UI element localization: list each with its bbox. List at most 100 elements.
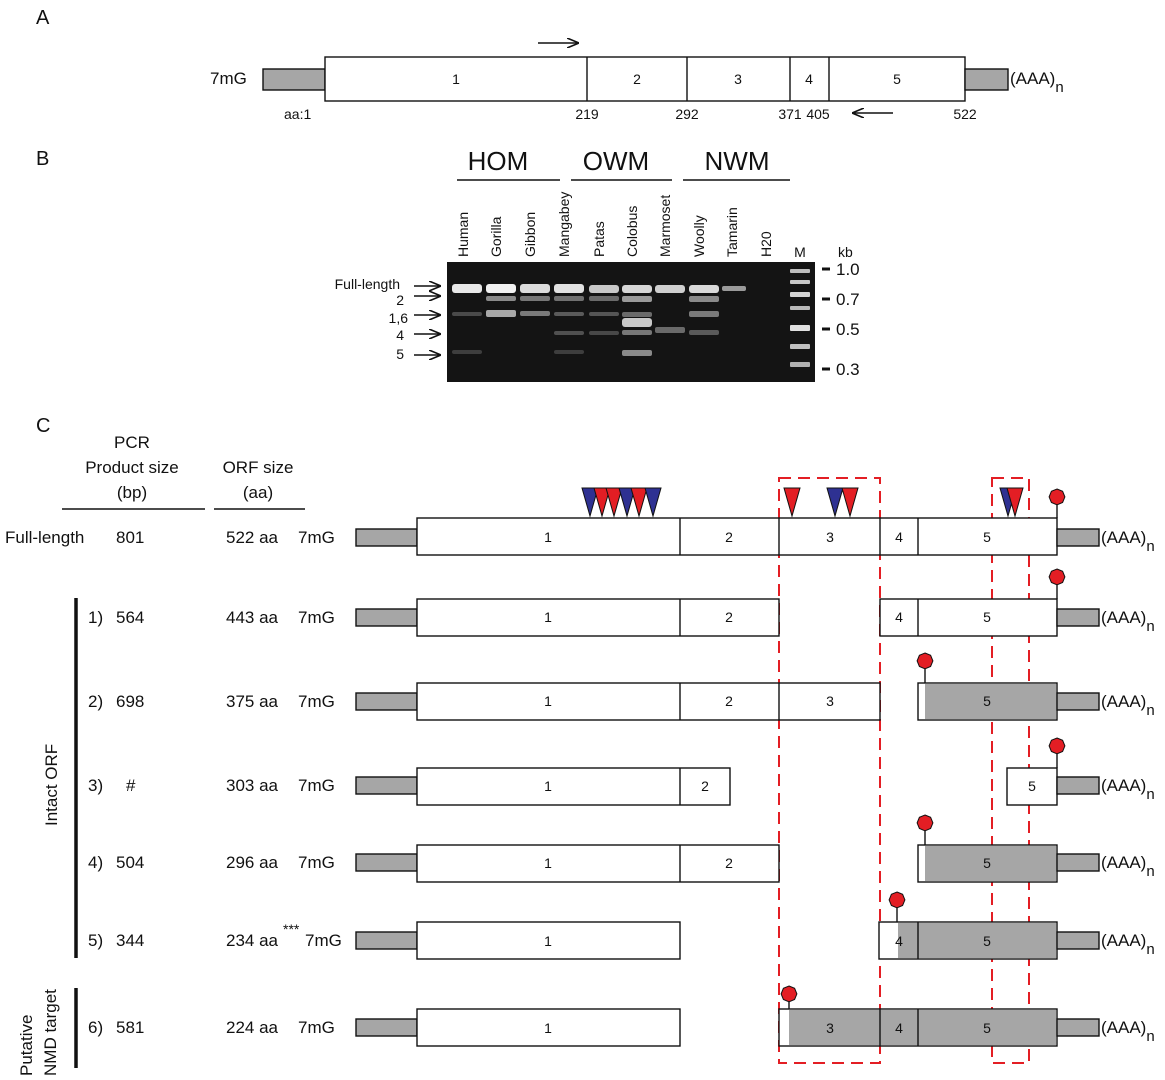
site-markers <box>581 487 1024 518</box>
exon-label: 4 <box>895 609 903 625</box>
group-label: NWM <box>705 146 770 176</box>
lane-label: Gorilla <box>488 216 504 257</box>
group-label: HOM <box>468 146 529 176</box>
exon-label: 3 <box>826 529 834 545</box>
orf-size: 522 aa <box>226 528 279 547</box>
exon-label: 2 <box>725 529 733 545</box>
exon-label: 1 <box>544 933 552 949</box>
band-label: 1,6 <box>389 310 409 326</box>
polya-tail: (AAA)n <box>1101 853 1155 880</box>
exon-label: 1 <box>452 71 460 87</box>
isoform-row: 4) 504 296 aa 7mG 1 2 5 (AAA)n <box>88 814 1155 883</box>
isoform-number: 1) <box>88 608 103 627</box>
lane-label: Patas <box>591 221 607 257</box>
pcr-header: Product size <box>85 458 179 477</box>
exon-label: 2 <box>725 855 733 871</box>
isoform-number: 5) <box>88 931 103 950</box>
pcr-header: (bp) <box>117 483 147 502</box>
lane-label: M <box>794 244 806 260</box>
exon-label: 4 <box>805 71 813 87</box>
aa-position: 405 <box>806 106 830 122</box>
isoform-number: 3) <box>88 776 103 795</box>
isoform-number: 4) <box>88 853 103 872</box>
lane-label: Colobus <box>624 206 640 257</box>
kb-unit: kb <box>838 244 853 260</box>
isoform-number: Full-length <box>5 528 84 547</box>
exon-label: 2 <box>633 71 641 87</box>
stop-codon-icon <box>916 814 934 845</box>
exon-label: 5 <box>983 933 991 949</box>
orf-size: 234 aa <box>226 931 279 950</box>
orf-size: 296 aa <box>226 853 279 872</box>
aa-position: 371 <box>778 106 802 122</box>
exon-label: 5 <box>983 693 991 709</box>
exon-label: 5 <box>983 529 991 545</box>
band-label: 2 <box>396 292 404 308</box>
exon-label: 1 <box>544 693 552 709</box>
panel-b-gel: HOM OWM NWM Human Gorilla Gibbon Mangabe… <box>335 146 860 382</box>
isoform-row: 2) 698 375 aa 7mG 1 2 3 5 (AAA)n <box>88 652 1155 721</box>
exon-label: 5 <box>983 609 991 625</box>
isoform-number: 2) <box>88 692 103 711</box>
lane-label: Tamarin <box>724 207 740 257</box>
lane-label: Mangabey <box>556 192 572 257</box>
utr-5prime <box>262 68 326 91</box>
polya-tail: (AAA)n <box>1101 692 1155 719</box>
stop-codon-icon <box>780 985 798 1009</box>
highlight-box-exon3 <box>778 477 881 1064</box>
lane-label: Marmoset <box>657 195 673 257</box>
lane-label: Gibbon <box>522 212 538 257</box>
pcr-size: 564 <box>116 608 144 627</box>
orf-size: 443 aa <box>226 608 279 627</box>
lane-label: Woolly <box>691 215 707 257</box>
group-label: OWM <box>583 146 649 176</box>
exon-label: 1 <box>544 855 552 871</box>
band-label: 5 <box>396 346 404 362</box>
nmd-label: Putative <box>17 1015 36 1076</box>
band-label: 4 <box>396 327 404 343</box>
exon-label: 5 <box>983 1020 991 1036</box>
pcr-size: # <box>126 776 136 795</box>
stop-codon-icon <box>1048 568 1066 599</box>
exon-label: 3 <box>826 693 834 709</box>
lane-label: Human <box>455 212 471 257</box>
orf-header: ORF size <box>223 458 294 477</box>
panel-c-label: C <box>36 415 50 437</box>
exon-label: 1 <box>544 529 552 545</box>
aa-position: 219 <box>575 106 599 122</box>
polya-tail: (AAA)n <box>1101 931 1155 958</box>
polya-tail: (AAA)n <box>1101 776 1155 803</box>
stop-codon-icon <box>1048 488 1066 518</box>
exon-label: 5 <box>893 71 901 87</box>
pcr-size: 504 <box>116 853 144 872</box>
cap-5prime: 7mG <box>210 69 247 88</box>
isoform-row: 1) 564 443 aa 7mG 1 2 4 5 (AAA)n <box>88 568 1155 637</box>
pcr-size: 581 <box>116 1018 144 1037</box>
exon-label: 1 <box>544 609 552 625</box>
panel-a-label: A <box>36 7 50 29</box>
exon-label: 5 <box>983 855 991 871</box>
cap-5prime: 7mG <box>298 692 335 711</box>
aa-position: aa:1 <box>284 106 311 122</box>
exon-label: 3 <box>826 1020 834 1036</box>
exon-label: 2 <box>725 693 733 709</box>
polya-tail: (AAA)n <box>1101 608 1155 635</box>
cap-5prime: 7mG <box>298 1018 335 1037</box>
lane-label: H20 <box>758 231 774 257</box>
significance-stars: *** <box>283 921 300 937</box>
orf-size: 224 aa <box>226 1018 279 1037</box>
polya-tail: (AAA)n <box>1010 69 1064 96</box>
exon-label: 4 <box>895 933 903 949</box>
cap-5prime: 7mG <box>298 853 335 872</box>
isoform-number: 6) <box>88 1018 103 1037</box>
exon-label: 1 <box>544 778 552 794</box>
cap-5prime: 7mG <box>305 931 342 950</box>
aa-position: 292 <box>675 106 699 122</box>
nmd-label: NMD target <box>41 989 60 1076</box>
cap-5prime: 7mG <box>298 776 335 795</box>
exon-label: 2 <box>701 778 709 794</box>
pcr-size: 344 <box>116 931 144 950</box>
isoform-row: Full-length 801 522 aa 7mG 1 2 3 4 5 (AA… <box>5 488 1155 556</box>
exon-label: 2 <box>725 609 733 625</box>
